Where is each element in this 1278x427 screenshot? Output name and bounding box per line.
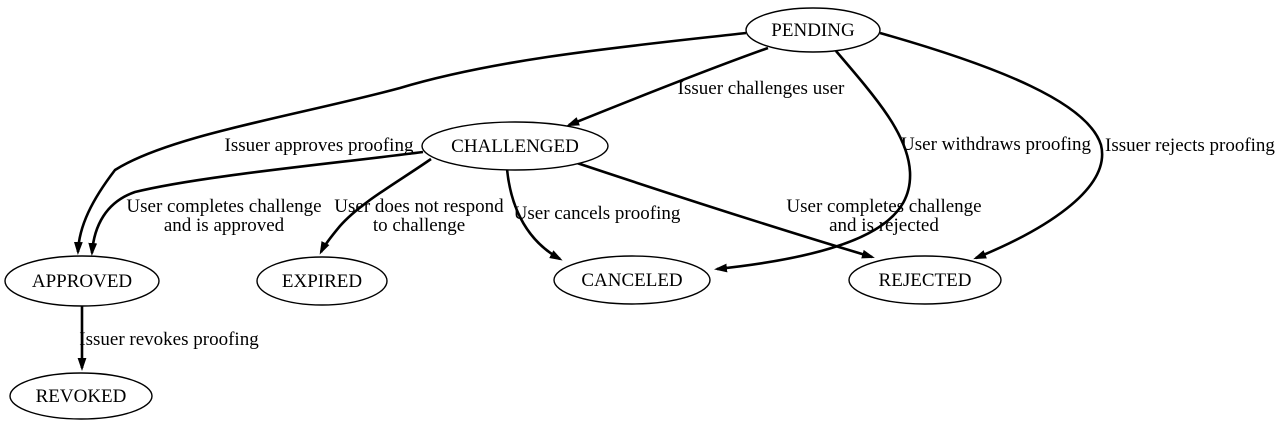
node-revoked-label: REVOKED [36,386,127,407]
node-pending: PENDING [745,7,881,53]
node-rejected-label: REJECTED [879,270,972,291]
edge-label-issuer-revokes-proofing: Issuer revokes proofing [79,329,259,350]
node-canceled-label: CANCELED [581,270,682,291]
edge-pending-to-approved [73,31,747,255]
node-expired-shape [256,256,388,306]
edges-layer: Issuer challenges user Issuer approves p… [73,31,1275,371]
node-pending-label: PENDING [771,20,855,41]
node-challenged-shape [421,121,609,171]
edge-label-user-cancels-proofing: User cancels proofing [514,203,681,224]
edge-pending-to-challenged [566,46,769,127]
edge-challenged-to-approved [88,150,424,256]
edge-label-issuer-approves-proofing: Issuer approves proofing [225,135,414,156]
edge-pending-to-canceled [714,50,912,273]
edge-challenged-to-canceled [505,168,563,261]
node-rejected: REJECTED [848,255,1002,305]
edge-label-user-completes-challenge-approved-line1: User completes challenge [126,196,321,217]
node-rejected-shape [848,255,1002,305]
edge-pending-to-rejected [879,31,1104,260]
node-challenged: CHALLENGED [421,121,609,171]
node-canceled-shape [553,255,711,305]
node-revoked-shape [9,372,153,420]
node-approved-label: APPROVED [32,271,132,292]
edge-label-user-does-not-respond-line1: User does not respond [334,196,504,217]
node-approved-shape [4,255,160,307]
node-challenged-label: CHALLENGED [451,136,579,157]
nodes-layer: PENDING CHALLENGED APPROVED EXPIRED CANC… [4,7,1002,420]
edge-label-issuer-challenges-user: Issuer challenges user [678,78,845,99]
edge-challenged-to-rejected [576,161,875,259]
edge-label-user-withdraws-proofing: User withdraws proofing [901,134,1091,155]
node-revoked: REVOKED [9,372,153,420]
edge-label-user-completes-challenge-rejected-line2: and is rejected [829,215,939,236]
node-approved: APPROVED [4,255,160,307]
node-expired-label: EXPIRED [282,271,362,292]
node-canceled: CANCELED [553,255,711,305]
edge-challenged-to-expired [319,157,432,255]
edge-label-user-completes-challenge-rejected-line1: User completes challenge [786,196,981,217]
edge-label-issuer-rejects-proofing: Issuer rejects proofing [1105,135,1275,156]
edge-label-user-completes-challenge-approved-line2: and is approved [164,215,285,236]
edge-label-user-does-not-respond-line2: to challenge [373,215,465,236]
node-pending-shape [745,7,881,53]
node-expired: EXPIRED [256,256,388,306]
